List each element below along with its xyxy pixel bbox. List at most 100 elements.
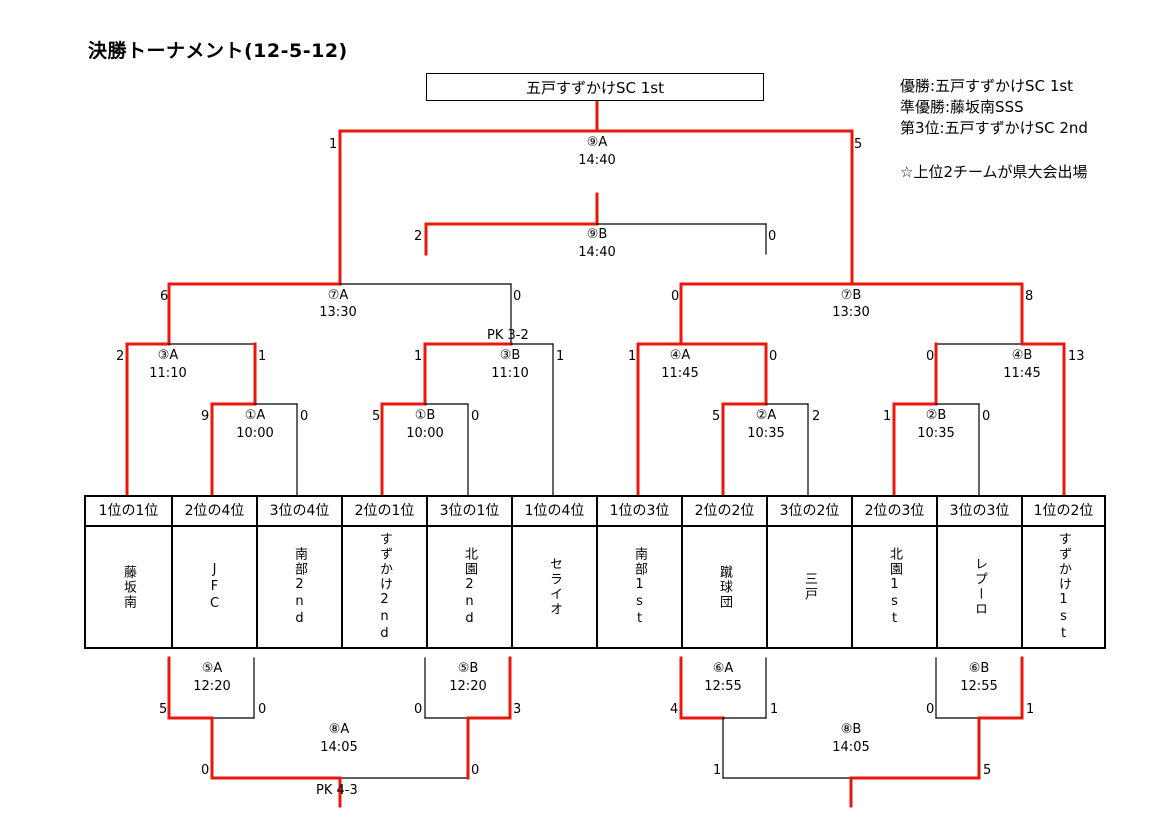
- match-1b-right-score: 0: [471, 409, 480, 424]
- team-seed: 3位の2位: [768, 497, 851, 527]
- match-3b-left-score: 1: [414, 349, 423, 364]
- team-cell: 3位の3位 レプーロ: [936, 497, 1021, 647]
- match-6b-time: 12:55: [960, 679, 998, 694]
- team-name: 北園2nd: [462, 546, 477, 628]
- team-seed: 1位の1位: [86, 497, 171, 527]
- team-seed: 2位の1位: [343, 497, 426, 527]
- team-name: 南部1st: [632, 546, 647, 628]
- match-8b-id: ⑧B: [840, 722, 862, 737]
- match-2b-time: 10:35: [917, 426, 955, 441]
- team-name: レプーロ: [972, 557, 987, 617]
- team-cell: 2位の2位 蹴球団: [681, 497, 766, 647]
- team-name: 北園1st: [887, 546, 902, 628]
- team-seed: 3位の4位: [258, 497, 341, 527]
- match-1b-left-score: 5: [372, 409, 381, 424]
- match-1b-time: 10:00: [406, 426, 444, 441]
- match-8b-time: 14:05: [832, 740, 870, 755]
- result-third-place: 第3位:五戸すずかけSC 2nd: [900, 119, 1088, 137]
- match-9a-left-score: 1: [329, 137, 338, 152]
- match-7a-right-score: 0: [513, 289, 522, 304]
- match-5b-right-score: 3: [513, 702, 522, 717]
- match-1a-left-score: 9: [201, 409, 210, 424]
- champion-box: 五戸すずかけSC 1st: [426, 73, 764, 101]
- match-6a-right-score: 1: [770, 702, 779, 717]
- match-3a-id: ③A: [157, 348, 179, 363]
- team-name: 蹴球団: [717, 564, 732, 610]
- match-4a-right-score: 0: [769, 349, 778, 364]
- match-8b-left-score: 1: [713, 763, 722, 778]
- match-3a-right-score: 1: [258, 349, 267, 364]
- match-9a-time: 14:40: [578, 153, 616, 168]
- match-8a-id: ⑧A: [328, 722, 350, 737]
- match-3b-time: 11:10: [491, 366, 529, 381]
- match-5b-time: 12:20: [449, 679, 487, 694]
- match-2a-id: ②A: [755, 408, 777, 423]
- team-seed: 2位の4位: [173, 497, 256, 527]
- match-9b-id: ⑨B: [586, 227, 608, 242]
- match-3a-left-score: 2: [116, 349, 125, 364]
- match-5a-left-score: 5: [159, 702, 168, 717]
- team-name: すずかけ2nd: [377, 531, 392, 643]
- match-8a-pk: PK 4-3: [316, 783, 358, 798]
- team-name: 南部2nd: [292, 546, 307, 628]
- team-cell: 2位の1位 すずかけ2nd: [341, 497, 426, 647]
- match-5b-left-score: 0: [414, 702, 423, 717]
- match-6b-id: ⑥B: [968, 661, 990, 676]
- match-4b-time: 11:45: [1003, 366, 1041, 381]
- match-9b-left-score: 2: [414, 229, 423, 244]
- match-2a-left-score: 5: [712, 409, 721, 424]
- match-6a-id: ⑥A: [712, 661, 734, 676]
- match-5b-id: ⑤B: [457, 661, 479, 676]
- match-3b-pk: PK 3-2: [487, 328, 529, 343]
- team-cell: 1位の1位 藤坂南: [86, 497, 171, 647]
- match-3a-time: 11:10: [149, 366, 187, 381]
- team-name: すずかけ1st: [1056, 531, 1071, 643]
- match-7b-time: 13:30: [832, 305, 870, 320]
- result-runner-up: 準優勝:藤坂南SSS: [900, 98, 1024, 116]
- team-seed: 2位の3位: [853, 497, 936, 527]
- match-4b-id: ④B: [1011, 348, 1033, 363]
- match-7a-left-score: 6: [160, 289, 169, 304]
- match-4b-left-score: 0: [926, 349, 935, 364]
- match-8b-right-score: 5: [983, 763, 992, 778]
- match-5a-id: ⑤A: [201, 661, 223, 676]
- match-4b-right-score: 13: [1068, 349, 1085, 364]
- team-cell: 1位の3位 南部1st: [596, 497, 681, 647]
- match-1a-id: ①A: [244, 408, 266, 423]
- result-note: ☆上位2チームが県大会出場: [900, 163, 1088, 181]
- match-2b-id: ②B: [925, 408, 947, 423]
- match-6b-right-score: 1: [1026, 702, 1035, 717]
- match-6a-time: 12:55: [704, 679, 742, 694]
- match-7a-id: ⑦A: [327, 288, 349, 303]
- team-cell: 3位の1位 北園2nd: [426, 497, 511, 647]
- team-cell: 3位の4位 南部2nd: [256, 497, 341, 647]
- match-4a-left-score: 1: [628, 349, 637, 364]
- team-name: 三戸: [802, 572, 817, 602]
- match-3b-id: ③B: [499, 348, 521, 363]
- team-cell: 2位の3位 北園1st: [851, 497, 936, 647]
- team-name: 藤坂南: [121, 564, 136, 610]
- team-seed: 2位の2位: [683, 497, 766, 527]
- team-name: セライオ: [547, 557, 562, 617]
- team-cell: 2位の4位 JFC: [171, 497, 256, 647]
- match-9b-time: 14:40: [578, 245, 616, 260]
- match-4a-id: ④A: [669, 348, 691, 363]
- result-winner: 優勝:五戸すずかけSC 1st: [900, 77, 1074, 95]
- match-7b-right-score: 8: [1025, 289, 1034, 304]
- match-1a-right-score: 0: [300, 409, 309, 424]
- match-8a-time: 14:05: [320, 740, 358, 755]
- match-5a-right-score: 0: [258, 702, 267, 717]
- team-seed: 3位の1位: [428, 497, 511, 527]
- match-9b-right-score: 0: [768, 229, 777, 244]
- match-7a-time: 13:30: [319, 305, 357, 320]
- match-6b-left-score: 0: [926, 702, 935, 717]
- team-seed: 1位の4位: [513, 497, 596, 527]
- team-cell: 1位の2位 すずかけ1st: [1021, 497, 1104, 647]
- match-2b-left-score: 1: [883, 409, 892, 424]
- match-9a-right-score: 5: [854, 137, 863, 152]
- team-seed: 3位の3位: [938, 497, 1021, 527]
- match-2b-right-score: 0: [982, 409, 991, 424]
- team-seed: 1位の2位: [1023, 497, 1104, 527]
- match-1a-time: 10:00: [236, 426, 274, 441]
- team-table: 1位の1位 藤坂南 2位の4位 JFC 3位の4位 南部2nd 2位の1位 すず…: [84, 495, 1106, 649]
